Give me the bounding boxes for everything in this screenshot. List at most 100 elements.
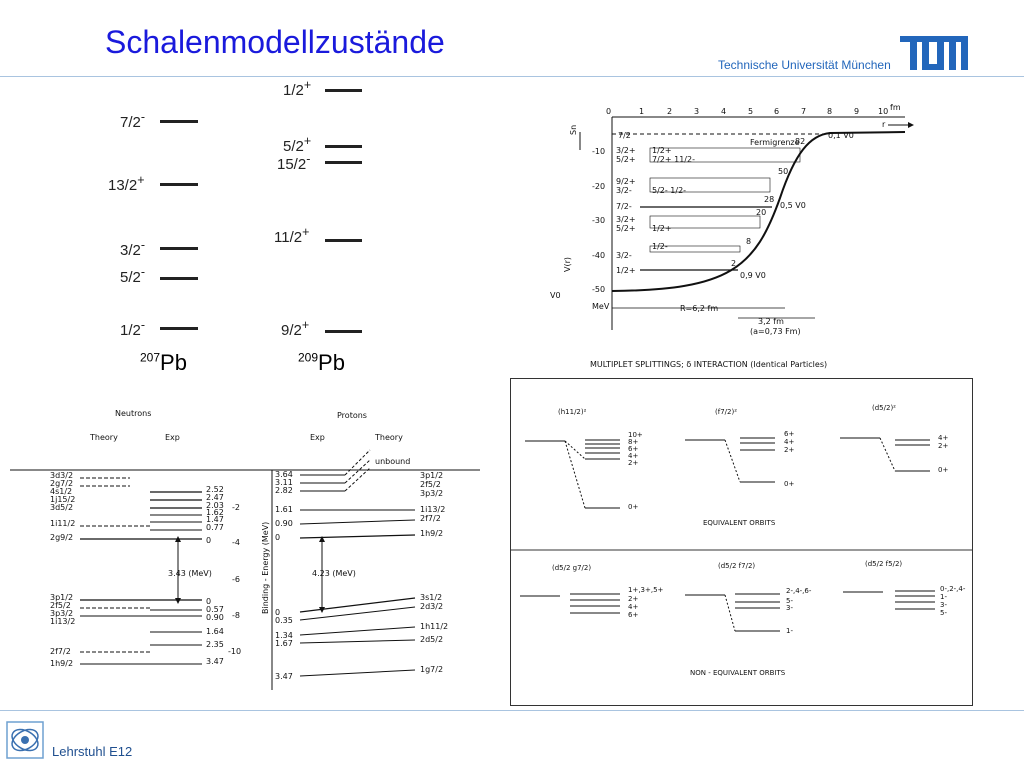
theory-label: Theory <box>89 433 118 442</box>
state-label: 1/2- <box>652 242 668 251</box>
multiplet-config: (d5/2)² <box>872 404 896 412</box>
proton-energy: 1.61 <box>275 505 293 514</box>
axis-tick: -8 <box>232 611 240 620</box>
neutrons-heading: Neutrons <box>115 409 151 418</box>
pb209-level-line <box>325 161 362 164</box>
multiplet-state: 1- <box>786 627 793 635</box>
r-axis-label: r <box>882 120 886 129</box>
state-label: 3/2- <box>616 186 632 195</box>
proton-orbit: 1h11/2 <box>420 622 448 631</box>
neutron-energy: 0 <box>206 597 211 606</box>
neutron-orbit: 1j15/2 <box>50 495 75 504</box>
neutron-energy: 2.03 <box>206 501 224 510</box>
multiplet-state: 6+ <box>628 611 638 619</box>
neutron-orbit: 3d5/2 <box>50 503 73 512</box>
state-label: 3/2- <box>616 251 632 260</box>
neutron-energy: 2.47 <box>206 493 224 502</box>
theory-label: Theory <box>374 433 403 442</box>
multiplet-state: 4+ <box>784 438 794 446</box>
proton-orbit: 2d3/2 <box>420 602 443 611</box>
x-tick: 3 <box>694 107 699 116</box>
pb207-nucleus-label: 207Pb <box>140 350 187 375</box>
neutron-gap-label: 3.43 (MeV) <box>168 569 212 578</box>
proton-orbit: 3p1/2 <box>420 471 443 480</box>
state-label: 3/2+ <box>616 215 636 224</box>
multiplet-state: 4+ <box>628 603 638 611</box>
axis-tick: -4 <box>232 538 240 547</box>
neutron-orbit: 3d3/2 <box>50 471 73 480</box>
proton-orbit: 3s1/2 <box>420 593 442 602</box>
pb209-level-line <box>325 330 362 333</box>
state-label: 5/2- 1/2- <box>652 186 686 195</box>
neutron-energy: 0.57 <box>206 605 224 614</box>
state-label: 5/2+ <box>616 155 636 164</box>
pb209-levels: 1/2+ 5/2+ 15/2- 11/2+ 9/2+ 209Pb <box>0 0 400 390</box>
x-tick: 6 <box>774 107 779 116</box>
magic-number: 20 <box>756 208 766 217</box>
neutron-orbit: 4s1/2 <box>50 487 72 496</box>
pb209-level-line <box>325 89 362 92</box>
multiplet-state: 0+ <box>938 466 948 474</box>
diffuseness-label: 3,2 fm <box>758 317 784 326</box>
x-unit-label: fm <box>890 103 901 112</box>
state-label: 1/2+ <box>616 266 636 275</box>
pb209-level-label: 11/2+ <box>274 225 310 246</box>
multiplet-state: 5- <box>786 597 793 605</box>
equivalent-orbits-label: EQUIVALENT ORBITS <box>703 519 776 527</box>
multiplet-state: 0-,2-,4- <box>940 585 966 593</box>
multiplet-state: 10+ <box>628 431 643 439</box>
state-label: 7/2- <box>616 202 632 211</box>
state-label: 1/2+ <box>652 224 672 233</box>
university-name: Technische Universität München <box>718 58 891 72</box>
state-label: 7/2+ 11/2- <box>652 155 695 164</box>
neutron-orbit: 3p1/2 <box>50 593 73 602</box>
multiplet-config: (h11/2)² <box>558 408 587 416</box>
neutron-energy: 0 <box>206 536 211 545</box>
proton-energy: 1.34 <box>275 631 293 640</box>
proton-gap-label: 4.23 (MeV) <box>312 569 356 578</box>
multiplet-state: 1- <box>940 593 947 601</box>
neutron-orbit: 2f5/2 <box>50 601 71 610</box>
non-equivalent-orbits-label: NON - EQUIVALENT ORBITS <box>690 669 786 677</box>
neutron-energy: 0.90 <box>206 613 224 622</box>
magic-number: 8 <box>746 237 751 246</box>
proton-energy: 0.90 <box>275 519 293 528</box>
woods-saxon-figure: fm 0 1 2 3 4 5 6 7 8 9 10 r Sn V(r) -10 … <box>550 103 914 336</box>
multiplet-state: 2-,4-,6- <box>786 587 812 595</box>
state-label: 3/2+ <box>616 146 636 155</box>
x-tick: 9 <box>854 107 859 116</box>
state-label: 7/2 <box>618 131 631 140</box>
x-tick: 5 <box>748 107 753 116</box>
neutron-orbit: 2f7/2 <box>50 647 71 656</box>
multiplet-state: 6+ <box>784 430 794 438</box>
neutron-energy: 1.47 <box>206 515 224 524</box>
multiplet-state: 2+ <box>938 442 948 450</box>
pb209-level-label: 9/2+ <box>281 318 310 339</box>
state-label: 9/2+ <box>616 177 636 186</box>
exp-label: Exp <box>310 433 325 442</box>
multiplet-state: 2+ <box>628 595 638 603</box>
multiplet-config: (d5/2 f7/2) <box>718 562 755 570</box>
neutron-proton-spectrum: Neutrons Theory Exp Protons Exp Theory u… <box>10 409 480 690</box>
x-tick: 0 <box>606 107 611 116</box>
pb207-level-label: 3/2- <box>120 238 146 259</box>
v-mark: 0,5 V0 <box>780 201 806 210</box>
tum-logo <box>900 36 968 70</box>
pb209-level-label: 1/2+ <box>283 78 312 99</box>
pb209-level-line <box>325 145 362 148</box>
v0-label: V0 <box>550 291 561 300</box>
proton-energy: 0 <box>275 533 280 542</box>
proton-orbit: 1g7/2 <box>420 665 443 674</box>
pb209-level-line <box>325 239 362 242</box>
pb209-level-label: 5/2+ <box>283 134 312 155</box>
multiplet-figure: (h11/2)² 10+ 8+ 6+ 4+ 2+ 0+ (f7/2)² 6+ 4… <box>510 378 973 706</box>
header-divider <box>0 76 1024 77</box>
pb207-level-line <box>160 120 198 123</box>
proton-orbit: 2d5/2 <box>420 635 443 644</box>
magic-number: 2 <box>731 259 736 268</box>
x-tick: 7 <box>801 107 806 116</box>
x-tick: 8 <box>827 107 832 116</box>
multiplet-state: 1+,3+,5+ <box>628 586 664 594</box>
neutron-orbit: 3p3/2 <box>50 609 73 618</box>
multiplet-state: 2+ <box>784 446 794 454</box>
